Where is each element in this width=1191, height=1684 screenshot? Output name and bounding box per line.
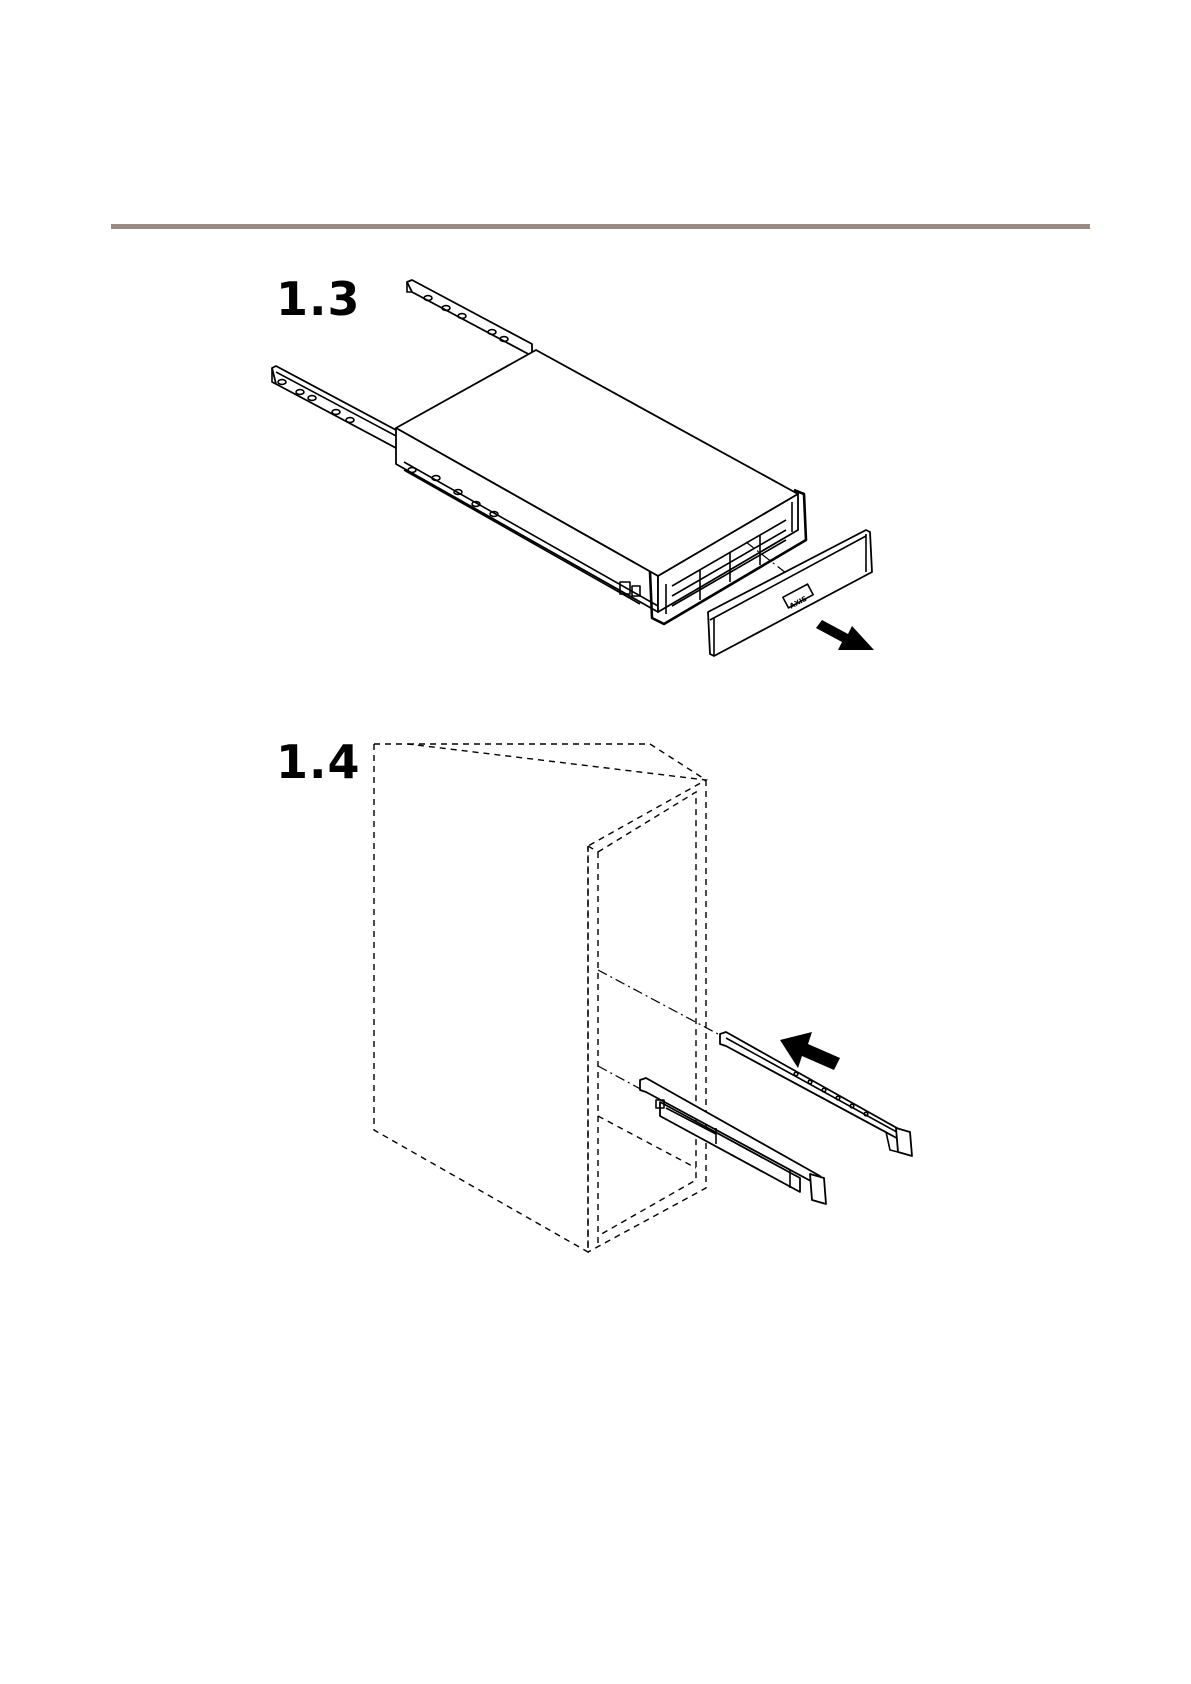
rack-cabinet xyxy=(374,744,706,1252)
push-in-arrow-icon xyxy=(780,1032,840,1070)
projection-line-upper xyxy=(598,970,718,1034)
rail-left xyxy=(640,1078,826,1204)
projection-line-lower xyxy=(598,1066,646,1092)
